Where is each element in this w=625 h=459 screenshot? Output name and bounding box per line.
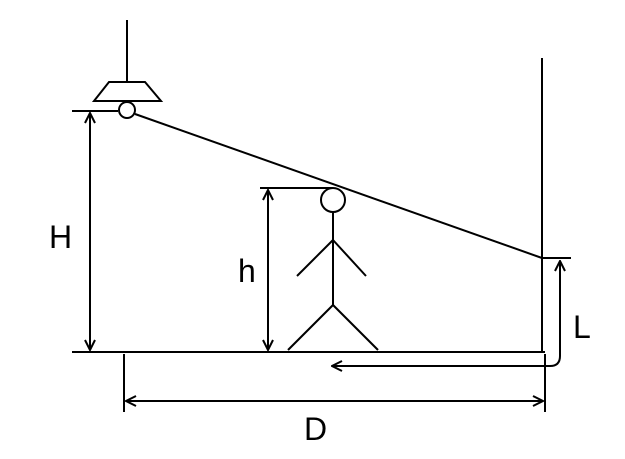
dimension-L: L <box>332 257 591 366</box>
stick-figure-icon <box>287 187 379 351</box>
dimension-h: h <box>238 187 333 350</box>
light-ray <box>134 113 543 259</box>
label-h: h <box>238 253 256 289</box>
dimension-H: H <box>49 110 118 350</box>
label-H: H <box>49 219 72 255</box>
label-D: D <box>304 411 327 447</box>
label-L: L <box>573 309 591 345</box>
dimension-D: D <box>123 354 546 447</box>
lamp-icon <box>91 20 164 119</box>
